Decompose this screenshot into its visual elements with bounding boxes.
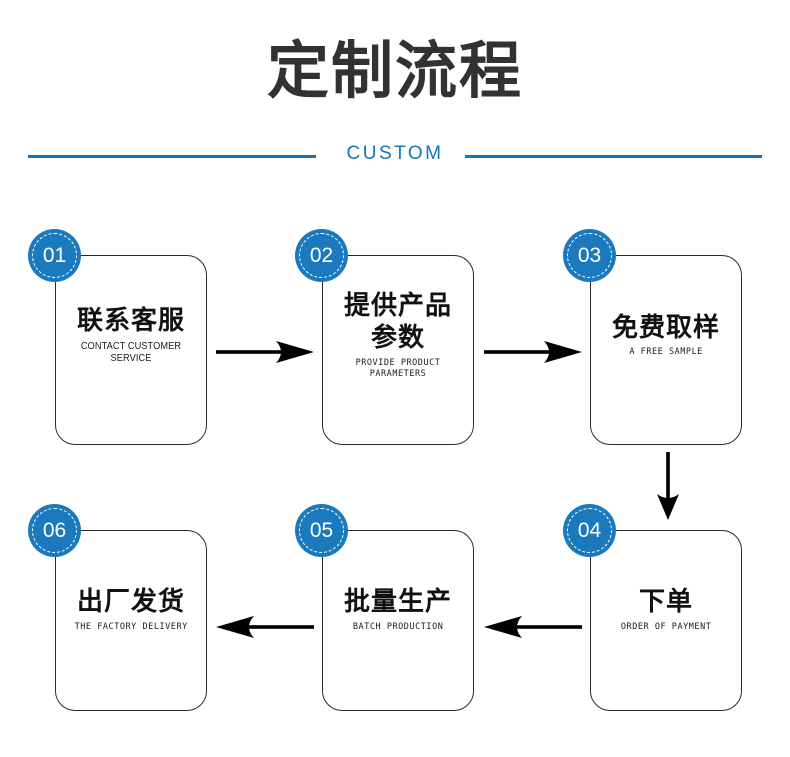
- arrow-down-icon-step3-to-step4: [653, 452, 683, 520]
- step-number-badge: 05: [295, 504, 348, 557]
- divider-line-right: [465, 155, 762, 158]
- step-title-en: ORDER OF PAYMENT: [620, 621, 712, 632]
- arrow-right-icon-step1-to-step2: [216, 337, 314, 367]
- step-title-cn: 出厂发货: [76, 586, 185, 617]
- step-card-body: 提供产品 参数 PROVIDE PRODUCT PARAMETERS: [322, 255, 474, 445]
- step-title-cn: 下单: [638, 586, 693, 617]
- step-title-cn: 联系客服: [76, 305, 185, 336]
- step-card-body: 出厂发货 THE FACTORY DELIVERY: [55, 530, 207, 711]
- step-number-badge: 04: [563, 504, 616, 557]
- step-number-label: 02: [309, 243, 334, 267]
- arrow-right-icon-step2-to-step3: [484, 337, 582, 367]
- step-title-en: PROVIDE PRODUCT PARAMETERS: [355, 357, 441, 379]
- step-card: [322, 255, 474, 445]
- step-number-badge: 01: [28, 229, 81, 282]
- step-number-badge: 02: [295, 229, 348, 282]
- step-card-body: 免费取样 A FREE SAMPLE: [590, 255, 742, 445]
- flow-step-02[interactable]: 提供产品 参数 PROVIDE PRODUCT PARAMETERS 02: [295, 229, 474, 445]
- step-title-en: THE FACTORY DELIVERY: [74, 621, 188, 632]
- page-subtitle: CUSTOM: [346, 143, 444, 164]
- divider-line-left: [28, 155, 316, 158]
- step-card-body: 联系客服 CONTACT CUSTOMER SERVICE: [55, 255, 207, 445]
- flow-step-03[interactable]: 免费取样 A FREE SAMPLE 03: [563, 229, 742, 445]
- step-title-cn: 提供产品 参数: [343, 290, 452, 353]
- arrow-left-icon-step5-to-step6: [216, 612, 314, 642]
- flow-step-01[interactable]: 联系客服 CONTACT CUSTOMER SERVICE 01: [28, 229, 207, 445]
- step-number-label: 05: [309, 518, 334, 542]
- step-title-en: BATCH PRODUCTION: [352, 621, 444, 632]
- step-number-badge: 06: [28, 504, 81, 557]
- page-title: 定制流程: [266, 37, 523, 106]
- subtitle-row: CUSTOM: [0, 143, 790, 169]
- flow-step-06[interactable]: 出厂发货 THE FACTORY DELIVERY 06: [28, 504, 207, 711]
- step-card-body: 下单 ORDER OF PAYMENT: [590, 530, 742, 711]
- step-card-body: 批量生产 BATCH PRODUCTION: [322, 530, 474, 711]
- step-title-cn: 免费取样: [611, 311, 720, 342]
- step-card: [322, 530, 474, 711]
- step-title-en: A FREE SAMPLE: [629, 347, 703, 358]
- step-title-en: CONTACT CUSTOMER SERVICE: [80, 340, 182, 364]
- step-number-label: 06: [42, 518, 67, 542]
- step-card: [590, 255, 742, 445]
- arrow-left-icon-step4-to-step5: [484, 612, 582, 642]
- step-number-label: 04: [577, 518, 602, 542]
- step-title-cn: 批量生产: [343, 586, 452, 617]
- step-number-badge: 03: [563, 229, 616, 282]
- step-card: [590, 530, 742, 711]
- step-card: [55, 255, 207, 445]
- flow-step-04[interactable]: 下单 ORDER OF PAYMENT 04: [563, 504, 742, 711]
- step-number-label: 01: [42, 243, 67, 267]
- step-number-label: 03: [577, 243, 602, 267]
- flow-step-05[interactable]: 批量生产 BATCH PRODUCTION 05: [295, 504, 474, 711]
- step-card: [55, 530, 207, 711]
